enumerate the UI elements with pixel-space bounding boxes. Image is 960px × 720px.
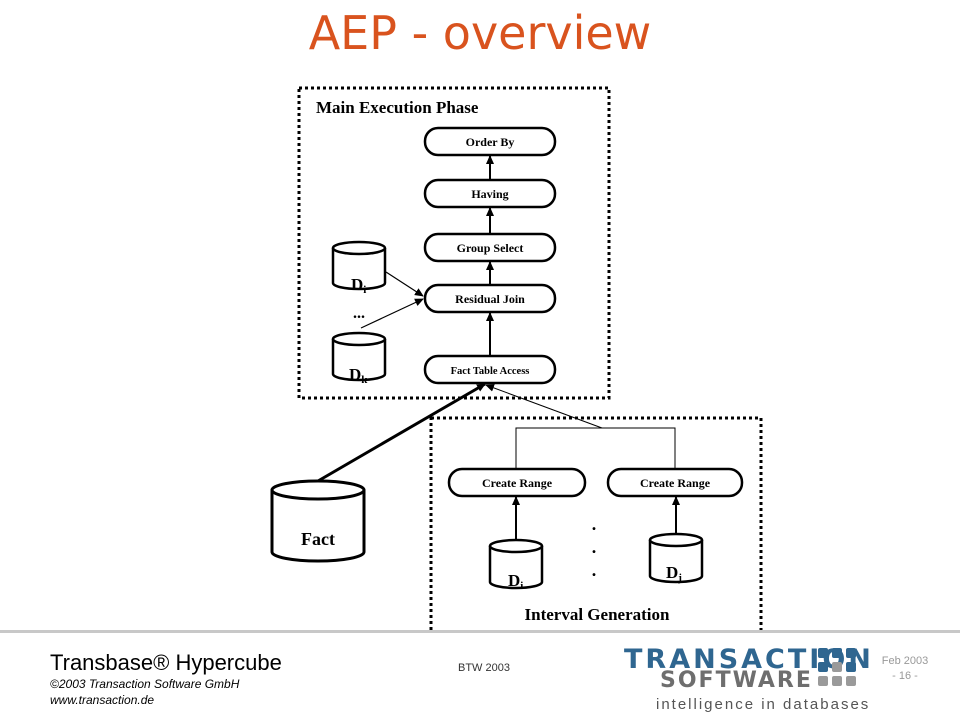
- dimension-ellipsis: ...: [353, 305, 365, 322]
- logo-line-1: TRANSACTION: [624, 644, 874, 675]
- fact-label: Fact: [301, 529, 335, 549]
- footer-date: Feb 2003: [881, 655, 929, 667]
- step-group-select: Group Select: [423, 232, 557, 263]
- main-phase-label: Main Execution Phase: [316, 98, 479, 117]
- logo-tagline: intelligence in databases: [656, 696, 871, 713]
- footer-product-title: Transbase® Hypercube: [50, 650, 282, 675]
- aep-diagram: Main Execution Phase Order By Having Gro…: [270, 86, 763, 630]
- step-label: Residual Join: [455, 292, 525, 306]
- interval-bracket: [515, 427, 676, 469]
- create-range-label: Create Range: [482, 476, 553, 490]
- main-phase-frame: [297, 86, 611, 400]
- step-label: Fact Table Access: [451, 366, 530, 377]
- interval-dimension-left: Di: [488, 538, 544, 592]
- dimension-cylinder-top: Di: [331, 240, 387, 296]
- create-range-label: Create Range: [640, 476, 711, 490]
- footer-url: www.transaction.de: [50, 693, 155, 707]
- step-label: Having: [471, 187, 508, 201]
- footer-copyright: ©2003 Transaction Software GmbH: [50, 677, 240, 691]
- step-fact-table-access: Fact Table Access: [423, 354, 557, 385]
- dimension-label: Dk: [349, 365, 368, 386]
- dimension-label: Dj: [666, 563, 682, 584]
- step-order-by: Order By: [423, 126, 557, 157]
- footer-page-number: - 16 -: [892, 670, 918, 682]
- interval-dot: .: [592, 514, 597, 534]
- arrow-fact-to-fta: [317, 382, 486, 483]
- create-range-left: Create Range: [447, 467, 587, 498]
- logo-line-2: SOFTWARE: [660, 668, 813, 693]
- dimension-label: Di: [351, 275, 366, 296]
- arrow-dim-top-to-residual: [385, 271, 424, 297]
- create-range-right: Create Range: [606, 467, 744, 498]
- logo-grid-icon: [818, 648, 858, 688]
- footer-divider: [0, 630, 960, 633]
- step-label: Group Select: [457, 241, 524, 255]
- step-label: Order By: [466, 135, 515, 149]
- interval-phase-frame: [429, 416, 763, 630]
- interval-phase-label: Interval Generation: [525, 605, 670, 624]
- fact-cylinder: Fact: [270, 479, 366, 563]
- step-having: Having: [423, 178, 557, 209]
- interval-dot: .: [592, 537, 597, 557]
- footer-conference: BTW 2003: [458, 662, 510, 674]
- page-title: AEP - overview: [308, 6, 652, 60]
- interval-dot: .: [592, 560, 597, 580]
- dimension-cylinder-bottom: Dk: [331, 331, 387, 386]
- interval-dimension-right: Dj: [648, 532, 704, 584]
- step-residual-join: Residual Join: [423, 283, 557, 314]
- arrow-dim-bottom-to-residual: [360, 298, 424, 329]
- arrow-interval-to-fta: [485, 384, 603, 429]
- dimension-label: Di: [508, 571, 523, 592]
